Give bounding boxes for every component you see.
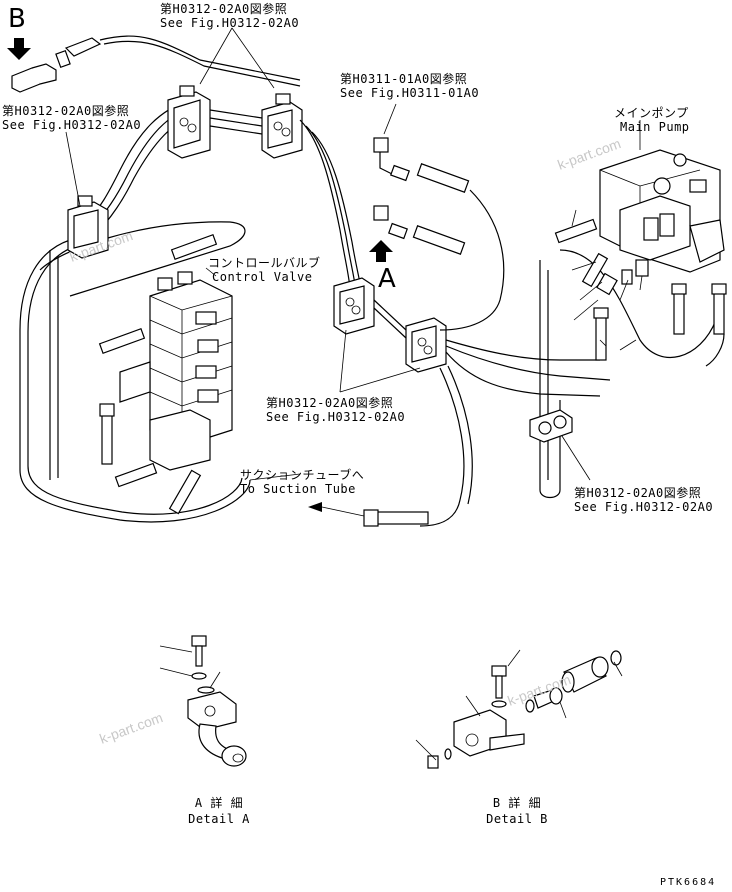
control-valve — [119, 271, 233, 471]
ref-top-center-jp: 第H0312-02A0図参照 — [160, 2, 288, 16]
leader-lines — [65, 27, 643, 481]
fitting-b-top — [11, 37, 102, 93]
hoses-control-valve — [98, 234, 218, 515]
marker-a-arrow — [369, 240, 393, 262]
clamp-center-left — [333, 277, 375, 335]
ref-right-jp: 第H0312-02A0図参照 — [574, 486, 702, 500]
marker-b-arrow — [7, 38, 31, 60]
suction-tube-en: To Suction Tube — [240, 482, 356, 496]
detail-a-jp: A 詳 細 — [194, 796, 244, 810]
detail-a-drawing — [159, 635, 247, 767]
clamp-center-right — [405, 317, 447, 373]
hoses-main-pump — [554, 218, 727, 367]
clamp-left — [67, 195, 109, 259]
marker-a-label: A — [378, 264, 396, 294]
detail-b-drawing — [415, 649, 623, 769]
ref-top-left-jp: 第H0312-02A0図参照 — [2, 104, 130, 118]
detail-b-en: Detail B — [486, 812, 548, 826]
ref-right-en: See Fig.H0312-02A0 — [574, 500, 714, 514]
control-valve-jp: コントロールバルブ — [208, 256, 321, 270]
main-pump-en: Main Pump — [620, 120, 690, 134]
ref-top-mid-jp: 第H0311-01A0図参照 — [340, 72, 468, 86]
drawing-code: PTK6684 — [660, 877, 717, 888]
control-valve-en: Control Valve — [212, 270, 313, 284]
ref-top-center-en: See Fig.H0312-02A0 — [160, 16, 300, 30]
fittings-top-middle — [373, 137, 470, 255]
suction-tube-fitting — [308, 502, 429, 527]
clamp-top-left — [167, 85, 211, 159]
ref-top-mid-en: See Fig.H0311-01A0 — [340, 86, 480, 100]
clamp-right — [529, 409, 573, 443]
main-pump — [599, 149, 725, 273]
detail-a-en: Detail A — [188, 812, 250, 826]
ref-center-en: See Fig.H0312-02A0 — [266, 410, 406, 424]
suction-tube-jp: サクションチューブへ — [240, 468, 365, 482]
ref-top-left-en: See Fig.H0312-02A0 — [2, 118, 142, 132]
detail-b-jp: B 詳 細 — [492, 796, 542, 810]
clamp-top-right — [261, 93, 303, 159]
ref-center-jp: 第H0312-02A0図参照 — [266, 396, 394, 410]
main-pump-jp: メインポンプ — [614, 106, 689, 120]
hose-bundle-right — [373, 189, 717, 527]
marker-b-label: B — [8, 4, 26, 34]
